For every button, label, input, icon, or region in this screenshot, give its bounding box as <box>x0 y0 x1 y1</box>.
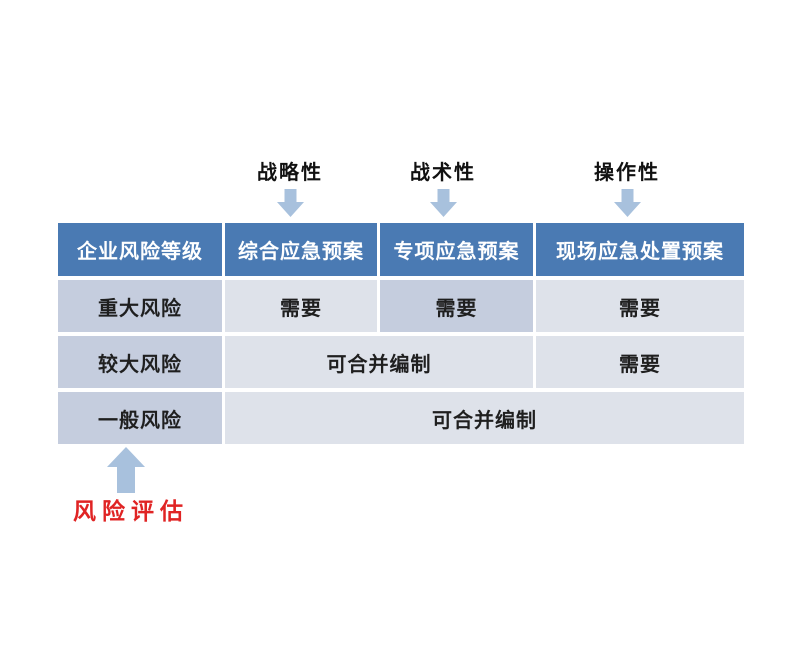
risk-level-cell: 一般风险 <box>58 392 222 444</box>
plan-cell: 需要 <box>536 280 744 332</box>
plan-cell: 需要 <box>536 336 744 388</box>
risk-plan-table: 企业风险等级 综合应急预案 专项应急预案 现场应急处置预案 重大风险 需要 需要… <box>58 223 745 444</box>
annotation-operational: 操作性 <box>557 160 697 217</box>
plan-cell: 需要 <box>225 280 377 332</box>
tactical-label: 战术性 <box>410 160 476 184</box>
annotation-strategic: 战略性 <box>220 160 360 217</box>
header-onsite-plan: 现场应急处置预案 <box>536 223 744 276</box>
plan-cell: 需要 <box>380 280 533 332</box>
down-arrow-icon <box>276 189 304 217</box>
down-arrow-icon <box>429 189 457 217</box>
merged-plan-cell: 可合并编制 <box>225 336 533 388</box>
annotation-tactical: 战术性 <box>373 160 513 217</box>
operational-label: 操作性 <box>594 160 660 184</box>
header-comprehensive-plan: 综合应急预案 <box>225 223 377 276</box>
risk-level-cell: 较大风险 <box>58 336 222 388</box>
risk-assessment-label: 风险评估 <box>73 499 189 525</box>
down-arrow-icon <box>613 189 641 217</box>
risk-level-cell: 重大风险 <box>58 280 222 332</box>
header-risk-level: 企业风险等级 <box>58 223 222 276</box>
strategic-label: 战略性 <box>257 160 323 184</box>
merged-plan-cell: 可合并编制 <box>225 392 744 444</box>
up-arrow-icon <box>107 447 145 493</box>
header-special-plan: 专项应急预案 <box>380 223 533 276</box>
